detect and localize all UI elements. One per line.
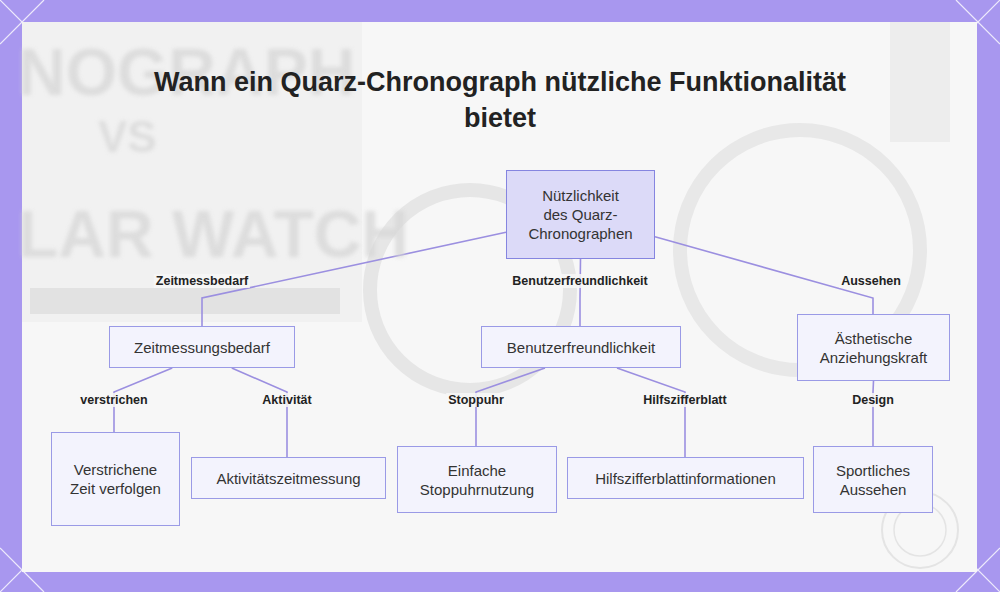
diagram-title: Wann ein Quarz-Chronograph nützliche Fun… xyxy=(150,64,850,136)
edge-label: verstrichen xyxy=(78,393,149,407)
watermark: LAR WATCH xyxy=(18,196,409,272)
topic-box: Sportliches Aussehen xyxy=(813,446,933,513)
connector xyxy=(617,368,685,457)
topic-box: Zeitmessungsbedarf xyxy=(109,326,295,368)
root-box: Nützlichkeit des Quarz-Chronographen xyxy=(506,170,655,259)
edge-label: Zeitmessbedarf xyxy=(154,274,250,288)
node-text: Hilfszifferblattinformationen xyxy=(595,469,776,488)
edge-label: Hilfszifferblatt xyxy=(641,393,728,407)
edge-label: Design xyxy=(850,393,896,407)
topic-box: Einfache Stoppuhrnutzung xyxy=(397,446,557,513)
connector xyxy=(872,381,874,446)
node-text: Ästhetische Anziehungskraft xyxy=(806,329,941,367)
edge-label: Aussehen xyxy=(839,274,903,288)
node-text: Einfache Stoppuhrnutzung xyxy=(408,461,546,499)
node-text: Aktivitätszeitmessung xyxy=(216,469,360,488)
topic-box: Ästhetische Anziehungskraft xyxy=(797,314,950,381)
edge-label: Aktivität xyxy=(260,393,313,407)
topic-box: Hilfszifferblattinformationen xyxy=(567,457,804,499)
topic-box: Aktivitätszeitmessung xyxy=(191,457,386,499)
faded-strap xyxy=(890,22,950,142)
connector xyxy=(232,368,287,457)
topic-box: Benutzerfreundlichkeit xyxy=(481,326,681,368)
faded-band xyxy=(30,288,340,314)
node-text: Verstrichene Zeit verfolgen xyxy=(62,460,169,498)
node-text: Nützlichkeit des Quarz-Chronographen xyxy=(528,186,632,243)
edge-label: Benutzerfreundlichkeit xyxy=(510,274,649,288)
watermark: VS xyxy=(98,112,157,162)
connector xyxy=(579,259,581,326)
topic-box: Verstrichene Zeit verfolgen xyxy=(51,432,180,526)
edge-label: Stoppuhr xyxy=(446,393,506,407)
node-text: Zeitmessungsbedarf xyxy=(134,338,270,357)
connector xyxy=(476,368,545,446)
node-text: Benutzerfreundlichkeit xyxy=(507,338,655,357)
node-text: Sportliches Aussehen xyxy=(822,461,924,499)
